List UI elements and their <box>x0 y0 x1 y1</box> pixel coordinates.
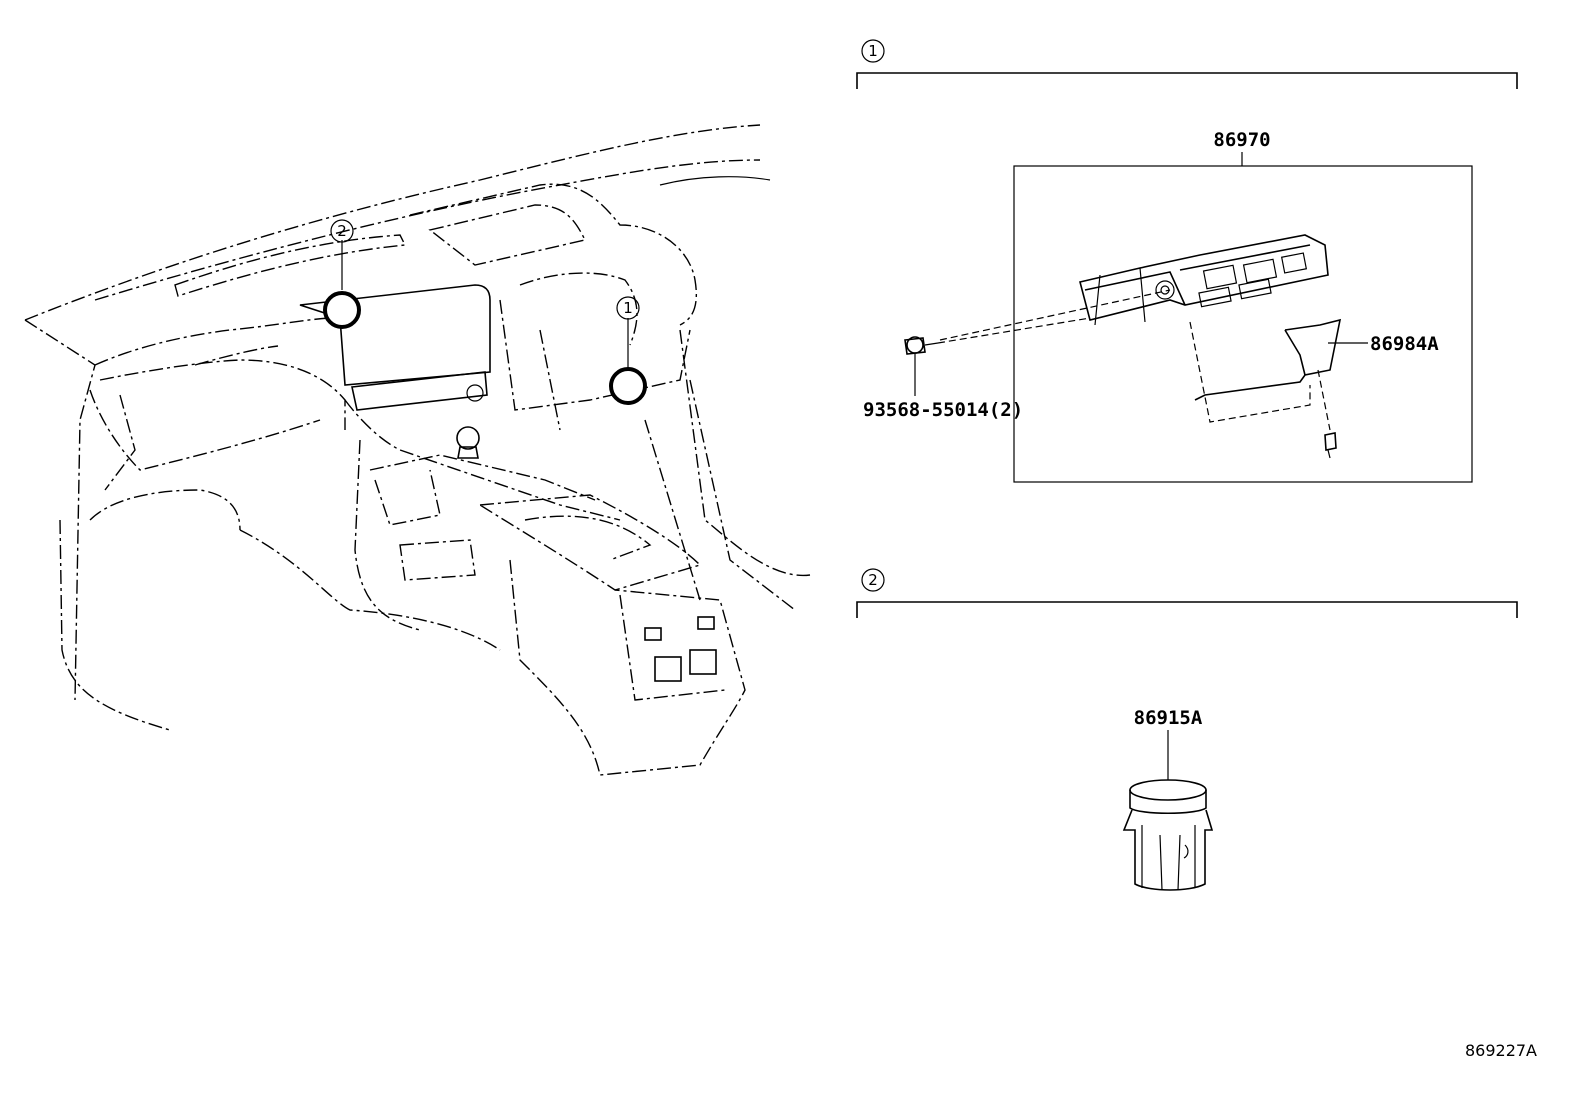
location-marker-2 <box>323 291 361 329</box>
section-1: 1 86970 86984A <box>856 39 1518 483</box>
callout-2-label: 2 <box>337 222 347 240</box>
socket-drawing <box>1122 779 1214 891</box>
section-2: 2 86915A <box>856 568 1518 891</box>
section-1-bracket <box>856 72 1518 89</box>
module-drawing <box>1079 234 1329 326</box>
location-marker-1 <box>609 367 647 405</box>
section-2-label: 2 <box>868 571 878 589</box>
callout-1-marker <box>616 296 640 320</box>
part-label-86984A: 86984A <box>1370 333 1439 355</box>
callout-2-marker <box>330 219 354 243</box>
drawing-number: 869227A <box>1465 1041 1537 1060</box>
callout-1-label: 1 <box>623 299 633 317</box>
dashboard-overview: 2 1 <box>24 124 811 776</box>
screw-drawing <box>904 289 1337 459</box>
section-2-bracket <box>856 601 1518 618</box>
part-label-86915A: 86915A <box>1134 707 1203 729</box>
part-label-93568: 93568-55014(2) <box>863 399 1023 421</box>
assembly-box <box>1013 165 1473 483</box>
bracket-drawing <box>1189 318 1342 423</box>
section-2-marker <box>861 568 885 592</box>
section-1-label: 1 <box>868 42 878 60</box>
section-1-marker <box>861 39 885 63</box>
part-label-86970: 86970 <box>1213 129 1270 151</box>
